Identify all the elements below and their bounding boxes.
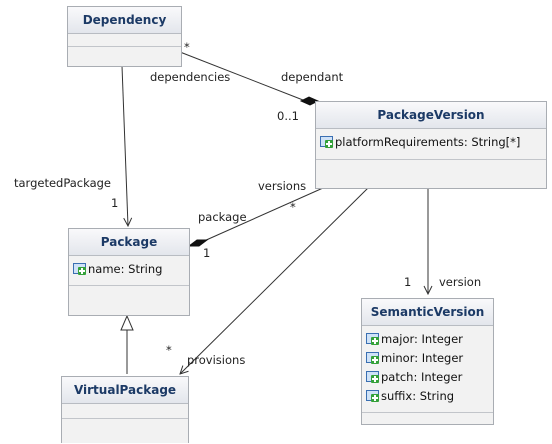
package-mult: 1 (203, 246, 210, 260)
provisions-line[interactable] (180, 187, 369, 374)
class-dependency[interactable]: Dependency (67, 6, 182, 67)
dependant-role: dependant (281, 70, 344, 84)
class-semantic-version-operations (362, 413, 493, 423)
targeted-package-role: targetedPackage (14, 176, 111, 190)
package-composition-diamond (187, 239, 209, 247)
version-role: version (439, 275, 481, 289)
attribute-row: patch: Integer (362, 368, 493, 387)
class-virtual-package-title: VirtualPackage (62, 377, 188, 404)
class-semantic-version[interactable]: SemanticVersion major: Integer minor: In… (361, 298, 494, 425)
attribute-public-icon (73, 263, 86, 275)
class-package-attributes: name: String (69, 256, 189, 286)
class-package-version-attributes: platformRequirements: String[*] (316, 129, 546, 160)
class-semantic-version-attributes: major: Integer minor: Integer patch: Int… (362, 326, 493, 413)
class-virtual-package[interactable]: VirtualPackage (61, 376, 189, 443)
attribute-public-icon (366, 371, 379, 383)
class-virtual-package-attributes (62, 404, 188, 419)
dependant-mult: 0..1 (277, 109, 299, 123)
class-package-title: Package (69, 229, 189, 256)
class-dependency-attributes (68, 34, 181, 47)
attribute-public-icon (366, 352, 379, 364)
class-package-version-title: PackageVersion (316, 102, 546, 129)
attribute-row: suffix: String (362, 387, 493, 406)
attribute-text: major: Integer (381, 332, 463, 346)
attribute-public-icon (366, 333, 379, 345)
attribute-text: patch: Integer (381, 370, 463, 384)
dependencies-role: dependencies (150, 70, 230, 84)
dependant-composition-diamond (299, 96, 320, 106)
attribute-row: minor: Integer (362, 349, 493, 368)
versions-role: versions (258, 179, 306, 193)
version-mult: 1 (404, 275, 411, 289)
attribute-row: major: Integer (362, 330, 493, 349)
class-virtual-package-operations (62, 419, 188, 444)
attribute-row: platformRequirements: String[*] (316, 133, 546, 152)
provisions-mult: * (166, 343, 172, 357)
class-dependency-title: Dependency (68, 7, 181, 34)
class-package-version[interactable]: PackageVersion platformRequirements: Str… (315, 101, 547, 189)
dependant-line[interactable] (179, 51, 304, 101)
attribute-public-icon (366, 390, 379, 402)
class-package[interactable]: Package name: String (68, 228, 190, 316)
attribute-text: minor: Integer (381, 351, 464, 365)
class-semantic-version-title: SemanticVersion (362, 299, 493, 326)
package-role: package (198, 210, 247, 224)
provisions-role: provisions (187, 353, 245, 367)
targeted-package-line[interactable] (121, 65, 128, 226)
attribute-row: name: String (69, 260, 189, 279)
versions-package-line[interactable] (203, 187, 324, 242)
generalization-triangle (120, 314, 134, 331)
attribute-text: name: String (88, 262, 163, 276)
dependencies-mult: * (184, 40, 190, 54)
targeted-package-mult: 1 (111, 196, 118, 210)
class-dependency-operations (68, 47, 181, 66)
versions-mult: * (290, 200, 296, 214)
class-package-operations (69, 286, 189, 316)
attribute-text: platformRequirements: String[*] (335, 135, 521, 149)
attribute-public-icon (320, 136, 333, 148)
attribute-text: suffix: String (381, 389, 455, 403)
class-package-version-operations (316, 160, 546, 188)
